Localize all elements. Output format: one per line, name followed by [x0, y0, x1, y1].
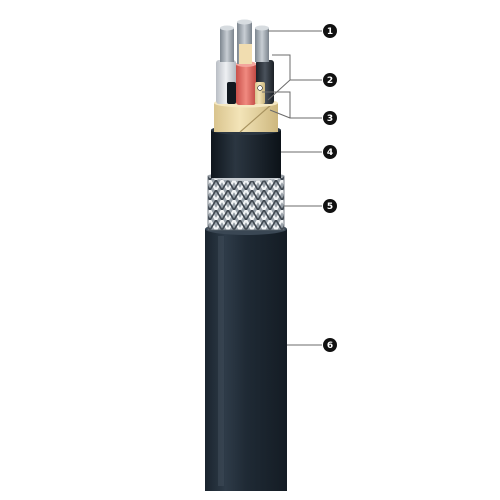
- callout-1: 1: [323, 24, 337, 38]
- callout-number-4: 4: [327, 148, 333, 158]
- callout-number-2: 2: [327, 76, 333, 86]
- leader-lines: [262, 30, 322, 346]
- callout-4: 4: [323, 145, 337, 159]
- outer-jacket: [205, 223, 287, 491]
- callout-number-3: 3: [327, 114, 333, 124]
- callout-number-1: 1: [327, 27, 333, 37]
- leader-line-3: [262, 91, 322, 119]
- conductors: [220, 19, 269, 64]
- callout-3: 3: [323, 111, 337, 125]
- inner-sheath: [211, 125, 281, 178]
- callout-6: 6: [323, 338, 337, 352]
- callout-5: 5: [323, 199, 337, 213]
- callout-number-6: 6: [327, 341, 333, 351]
- callout-2: 2: [323, 73, 337, 87]
- leader-line-2: [267, 54, 322, 101]
- insulated-cores: [216, 60, 274, 105]
- braid-screen: [207, 171, 285, 231]
- callout-number-5: 5: [327, 202, 333, 212]
